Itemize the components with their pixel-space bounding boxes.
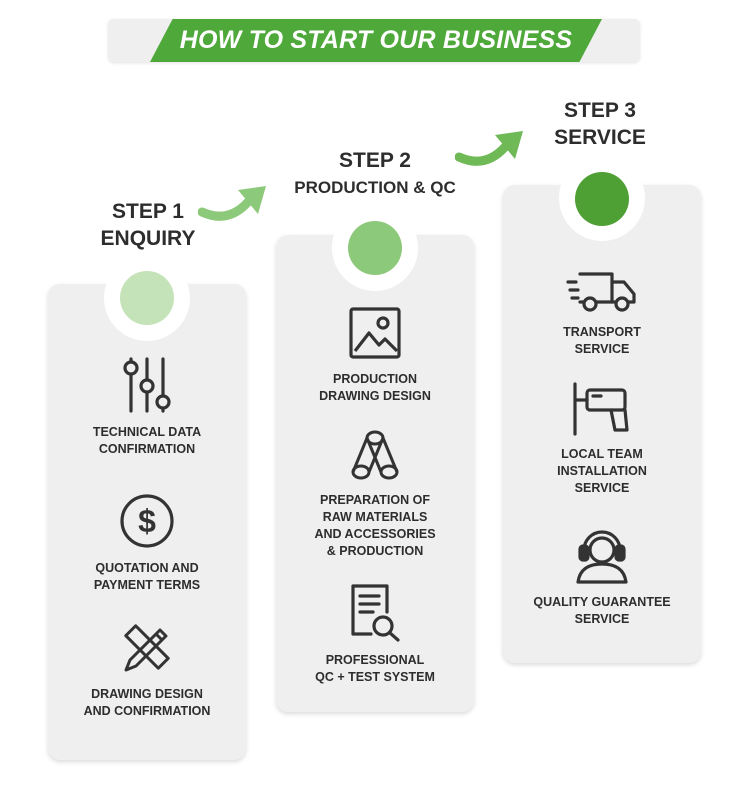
truck-icon bbox=[566, 272, 636, 312]
step-1-title: STEP 1 ENQUIRY bbox=[88, 198, 208, 252]
item-production-drawing: PRODUCTION DRAWING DESIGN bbox=[286, 305, 464, 405]
item-drawing-design: DRAWING DESIGN AND CONFIRMATION bbox=[58, 620, 236, 720]
item-transport: TRANSPORT SERVICE bbox=[513, 270, 691, 358]
item-label: PROFESSIONAL QC + TEST SYSTEM bbox=[315, 653, 435, 684]
item-quotation: $ QUOTATION AND PAYMENT TERMS bbox=[58, 492, 236, 594]
pencil-ruler-icon bbox=[124, 624, 170, 672]
pipes-icon bbox=[351, 430, 399, 480]
item-qc-test: PROFESSIONAL QC + TEST SYSTEM bbox=[286, 582, 464, 686]
document-search-icon bbox=[351, 584, 400, 642]
sliders-icon bbox=[123, 357, 171, 413]
item-label: QUOTATION AND PAYMENT TERMS bbox=[93, 561, 201, 592]
arrow-right-icon bbox=[455, 131, 523, 166]
item-label: QUALITY GUARANTEE SERVICE bbox=[533, 595, 671, 626]
step-1-number: STEP 1 bbox=[112, 200, 184, 223]
dollar-icon: $ bbox=[120, 494, 174, 548]
step-3-name: SERVICE bbox=[554, 126, 646, 149]
headset-icon bbox=[576, 530, 628, 584]
item-label: TECHNICAL DATA CONFIRMATION bbox=[92, 425, 202, 456]
step-3-number: STEP 3 bbox=[564, 99, 636, 122]
item-label: LOCAL TEAM INSTALLATION SERVICE bbox=[557, 447, 647, 495]
item-label: PRODUCTION DRAWING DESIGN bbox=[319, 372, 431, 403]
image-icon bbox=[349, 307, 401, 359]
header-banner-accent bbox=[150, 19, 602, 62]
step-2-indicator bbox=[348, 221, 402, 275]
item-quality-guarantee: QUALITY GUARANTEE SERVICE bbox=[513, 526, 691, 628]
arrow-right-icon bbox=[198, 186, 266, 221]
item-label: PREPARATION OF RAW MATERIALS AND ACCESSO… bbox=[314, 493, 436, 558]
item-technical-data: TECHNICAL DATA CONFIRMATION bbox=[58, 356, 236, 458]
drill-icon bbox=[573, 382, 629, 436]
item-label: DRAWING DESIGN AND CONFIRMATION bbox=[83, 687, 211, 718]
step-2-title: STEP 2 PRODUCTION & QC bbox=[275, 147, 475, 201]
step-3-title: STEP 3 SERVICE bbox=[540, 97, 660, 151]
step-3-indicator bbox=[575, 172, 629, 226]
step-1-indicator bbox=[120, 271, 174, 325]
step-2-name: PRODUCTION & QC bbox=[294, 178, 456, 197]
svg-text:$: $ bbox=[138, 503, 156, 539]
item-raw-materials: PREPARATION OF RAW MATERIALS AND ACCESSO… bbox=[286, 428, 464, 560]
step-2-number: STEP 2 bbox=[339, 149, 411, 172]
item-installation: LOCAL TEAM INSTALLATION SERVICE bbox=[513, 382, 691, 497]
page-title: HOW TO START OUR BUSINESS bbox=[179, 26, 573, 54]
step-1-name: ENQUIRY bbox=[100, 227, 196, 250]
item-label: TRANSPORT SERVICE bbox=[563, 325, 641, 356]
